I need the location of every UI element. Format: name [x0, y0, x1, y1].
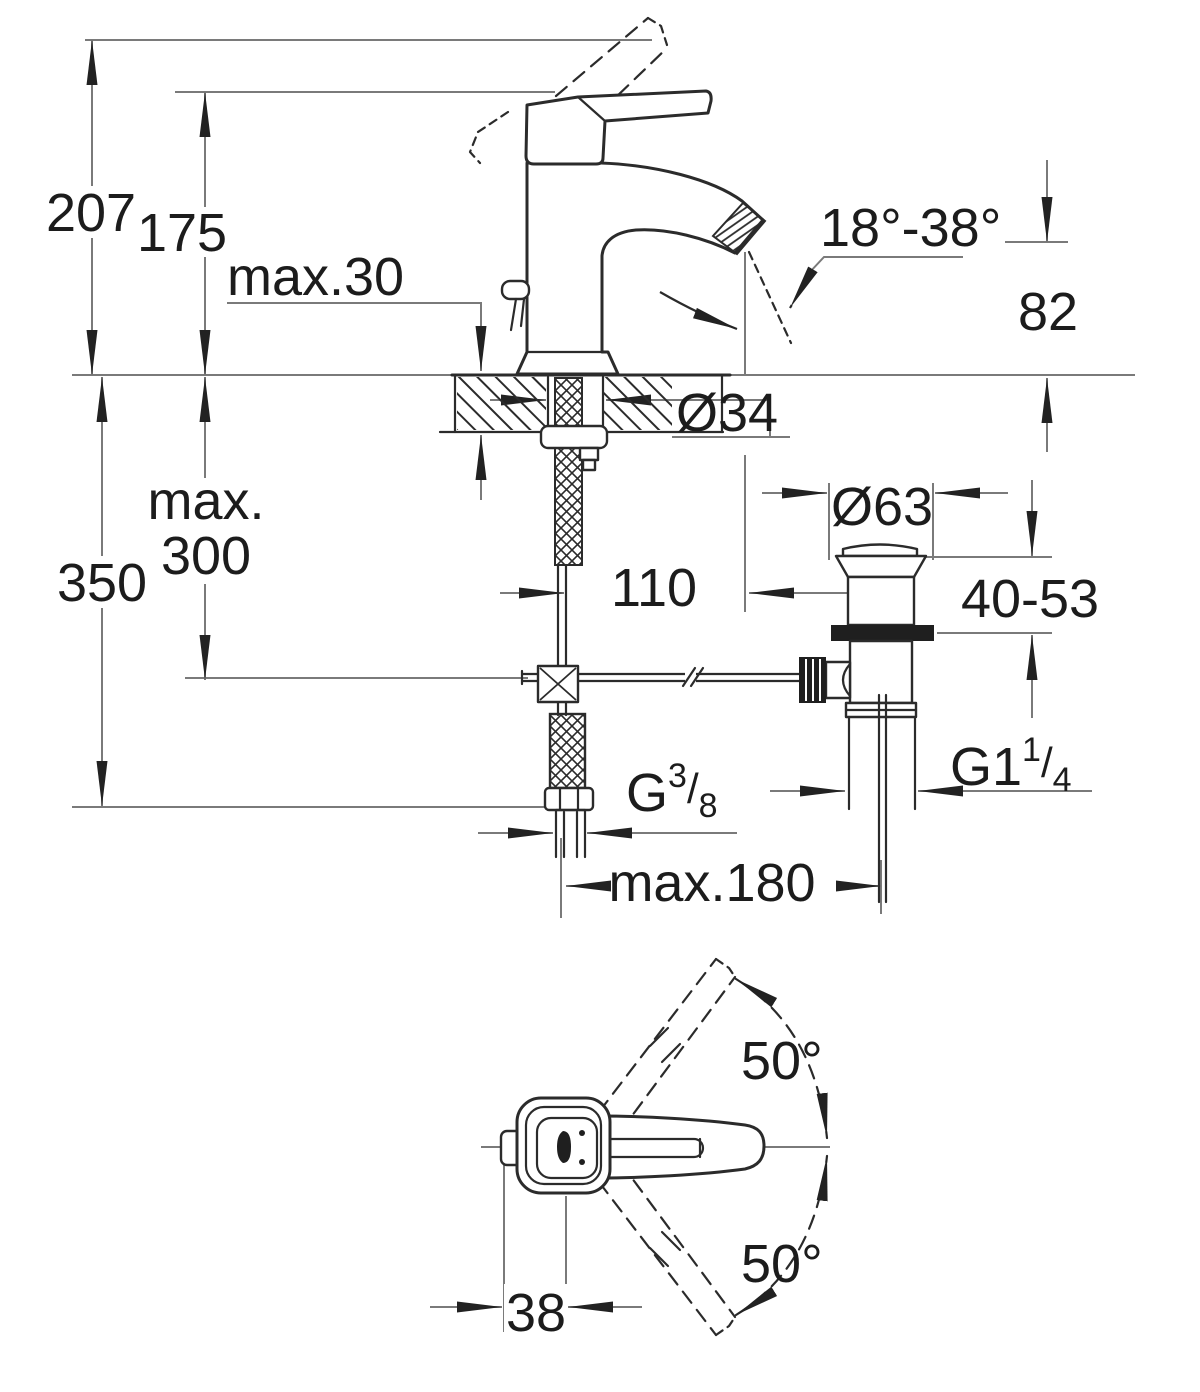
label-height-207: 207: [46, 183, 136, 243]
waste-inner-tube: [879, 695, 886, 902]
pop-up-knob-stem: [511, 299, 524, 330]
label-max180: max.180: [608, 853, 815, 913]
threaded-shank: [555, 378, 582, 565]
label-max30: max.30: [227, 247, 404, 307]
pop-up-knob: [502, 281, 529, 299]
label-g38-thread: G3/8: [626, 757, 718, 825]
swing-lower-tip: [716, 1317, 735, 1335]
waste-plug-cap: [843, 545, 917, 557]
label-38: 38: [506, 1283, 566, 1343]
angle-leader-line: [809, 257, 963, 273]
label-82: 82: [1018, 282, 1078, 342]
plan-lever-arm: [598, 1116, 764, 1178]
waste-gasket: [831, 625, 934, 641]
plan-detail-dot-top: [579, 1130, 585, 1136]
waste-body-lower: [850, 641, 912, 703]
waste-body-upper: [848, 577, 914, 625]
swing-lower-arm: [599, 1162, 735, 1335]
label-max-300: 300: [161, 526, 251, 586]
label-height-175: 175: [137, 203, 227, 263]
label-g114-thread: G11/4: [950, 731, 1072, 799]
raised-lever-back: [470, 112, 508, 163]
plan-detail-dot-bottom: [579, 1159, 585, 1165]
flex-hose-braid: [550, 714, 585, 788]
plan-cartridge-slot: [557, 1131, 571, 1163]
label-110: 110: [611, 558, 697, 618]
mounting-washer: [541, 426, 607, 448]
swing-upper-tip: [716, 959, 735, 977]
swing-upper-arm: [599, 959, 735, 1132]
label-angle-range: 18°-38°: [820, 198, 1001, 258]
pop-up-waste: [799, 545, 934, 903]
hose-nipple-lower: [583, 460, 595, 470]
label-4053: 40-53: [961, 569, 1099, 629]
waste-flange: [836, 556, 926, 577]
angle-leader-arrow: [790, 281, 806, 308]
waste-tailpiece: [849, 717, 915, 809]
label-50-upper: 50°: [741, 1031, 823, 1091]
deck-hatch-right: [604, 377, 672, 430]
label-d63: Ø63: [831, 477, 933, 537]
label-350: 350: [57, 553, 147, 613]
hose-nipple-upper: [580, 448, 598, 460]
hose-nut: [545, 788, 593, 810]
angle-range-arrow: [660, 292, 737, 329]
dim-leader-max30-top: [227, 303, 481, 371]
label-50-lower: 50°: [741, 1234, 823, 1294]
lever-handle-solid: [526, 91, 711, 164]
label-max-word: max.: [147, 471, 264, 531]
raised-lever-top-edge: [556, 18, 648, 96]
label-d34: Ø34: [676, 383, 778, 443]
spout-angle-indication: [660, 252, 963, 343]
faucet-body-spout-outline: [517, 163, 763, 374]
deck-hatch-left: [457, 377, 546, 430]
water-stream-dashed: [749, 252, 791, 343]
